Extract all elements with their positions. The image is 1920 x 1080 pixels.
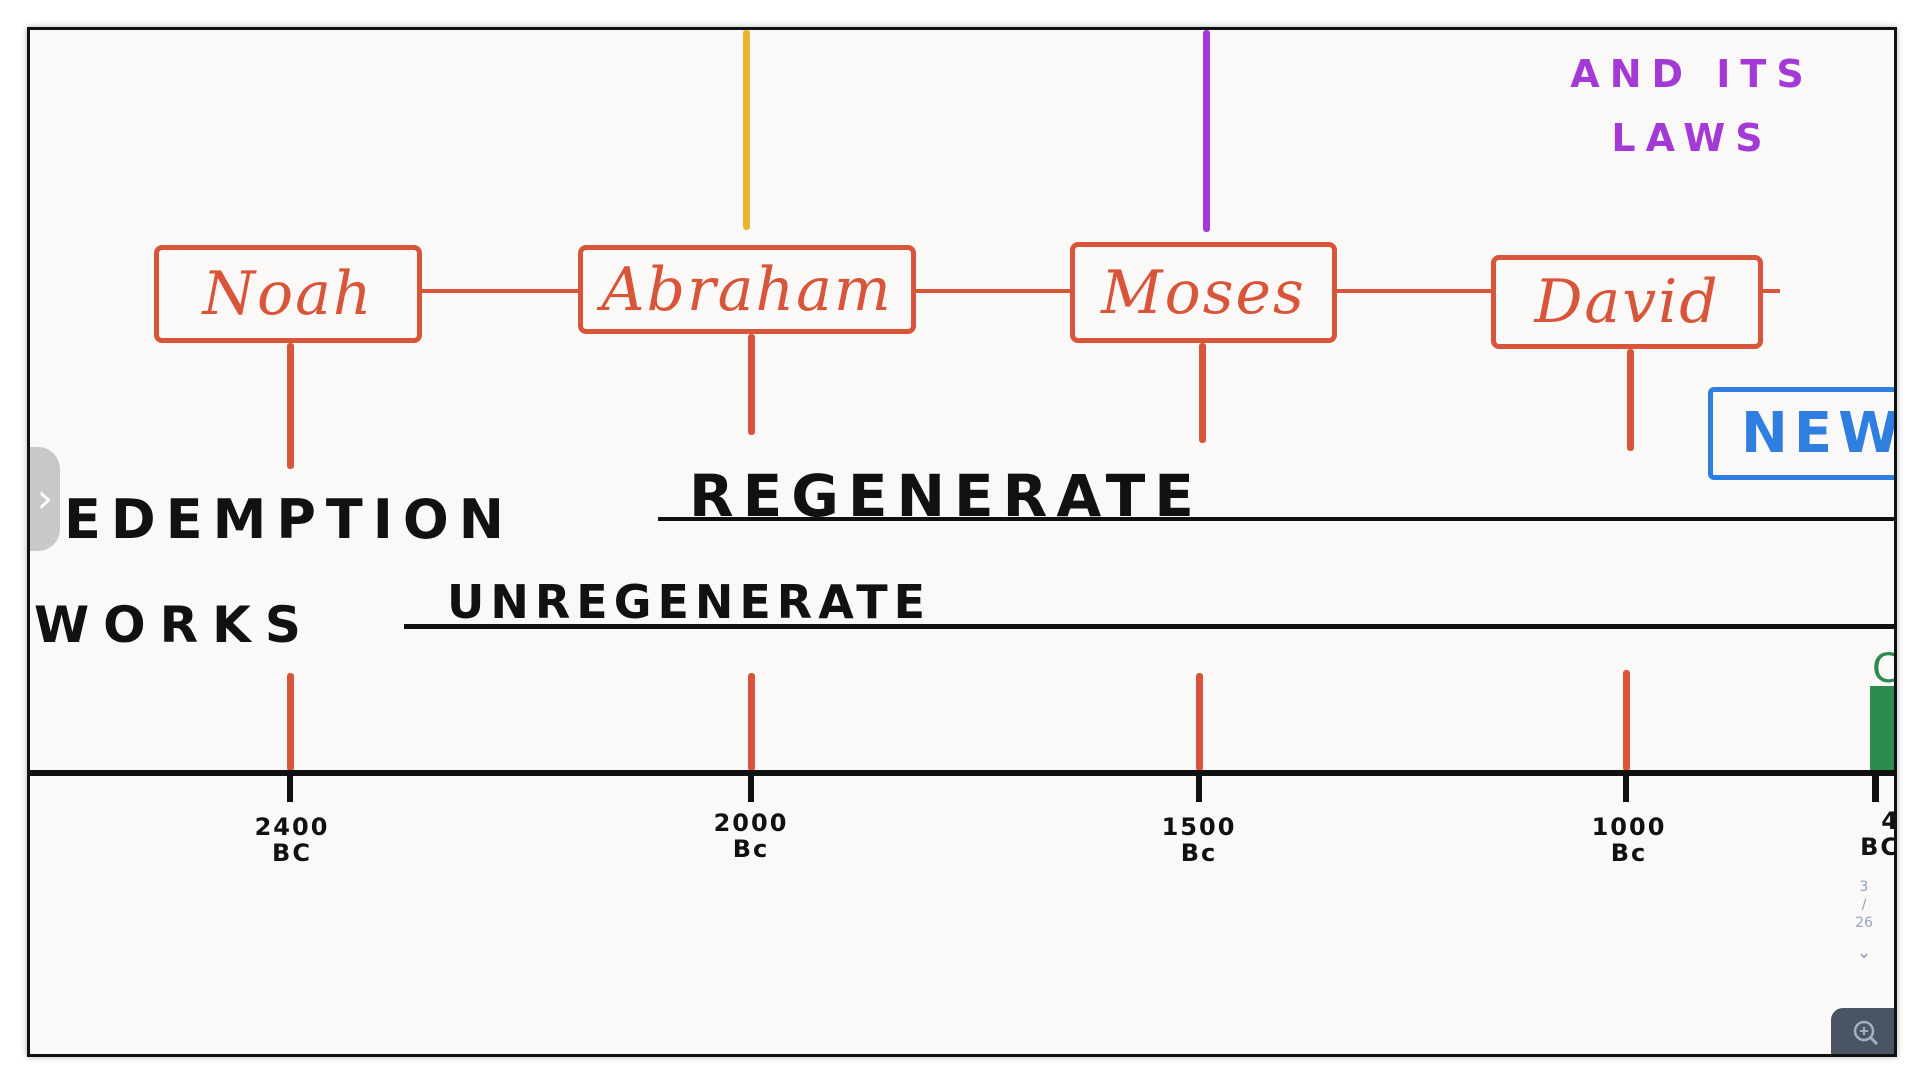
figure-box-moses: Moses <box>1070 242 1337 343</box>
figure-label: Abraham <box>601 254 893 325</box>
green-label: C <box>1872 646 1894 692</box>
stem-moses <box>1199 343 1206 443</box>
tick-era: Bc <box>732 835 770 863</box>
figure-label: Noah <box>202 259 374 329</box>
figure-box-david: David <box>1491 255 1763 349</box>
sidebar-toggle-handle[interactable]: › <box>30 447 60 551</box>
tick-era: Bc <box>1610 839 1648 867</box>
header-note: AND ITS LAWS <box>1537 42 1847 170</box>
tick-year: 1500 <box>1161 813 1237 841</box>
tick-year: 1000 <box>1591 813 1667 841</box>
stem-lower-noah <box>287 673 294 771</box>
slide-canvas: AND ITS LAWS Noah Abraham Moses David NE… <box>27 27 1897 1057</box>
regenerate-line <box>658 517 1894 521</box>
redemption-label: EDEMPTION <box>64 488 514 551</box>
stem-david <box>1627 349 1634 451</box>
tick-year: 4 <box>1830 808 1894 834</box>
tick-label-4: 4BC <box>1830 808 1897 861</box>
axis-tick <box>1196 772 1202 802</box>
green-bar <box>1870 686 1894 772</box>
axis-tick <box>748 772 754 802</box>
page-indicator: 3 / 26 <box>1844 878 1884 932</box>
zoom-in-icon <box>1853 1020 1879 1046</box>
unregenerate-label: UNREGENERATE <box>447 575 932 629</box>
moses-law-line <box>1203 30 1210 232</box>
tick-era: BC <box>1860 833 1897 861</box>
axis-tick <box>287 772 293 802</box>
timeline-axis <box>30 770 1894 776</box>
zoom-button[interactable] <box>1831 1008 1894 1054</box>
unregenerate-line <box>404 624 1894 629</box>
stem-abraham <box>748 334 755 435</box>
tick-era: Bc <box>1180 839 1218 867</box>
tick-year: 2400 <box>254 813 330 841</box>
page-current: 3 <box>1859 879 1869 895</box>
abraham-covenant-line <box>743 30 750 230</box>
tick-year: 2000 <box>713 809 789 837</box>
figure-box-abraham: Abraham <box>578 245 916 334</box>
stem-lower-abraham <box>748 673 755 771</box>
axis-tick <box>1623 772 1629 802</box>
header-note-line2: LAWS <box>1611 116 1773 160</box>
stem-lower-moses <box>1196 673 1203 771</box>
page-separator: / <box>1861 897 1867 913</box>
figure-label: Moses <box>1101 257 1306 328</box>
stem-lower-david <box>1623 670 1630 771</box>
figure-connector-line <box>340 289 1780 293</box>
figure-label: David <box>1534 267 1720 337</box>
new-covenant-box: NEW <box>1708 387 1894 480</box>
stem-noah <box>287 343 294 469</box>
next-page-chevron-icon[interactable]: ⌄ <box>1856 942 1872 963</box>
page-total: 26 <box>1855 915 1873 931</box>
works-label: WORKS <box>34 596 315 654</box>
axis-tick <box>1872 772 1879 802</box>
figure-box-noah: Noah <box>154 245 422 343</box>
tick-era: BC <box>272 839 312 867</box>
header-note-line1: AND ITS <box>1570 52 1814 96</box>
